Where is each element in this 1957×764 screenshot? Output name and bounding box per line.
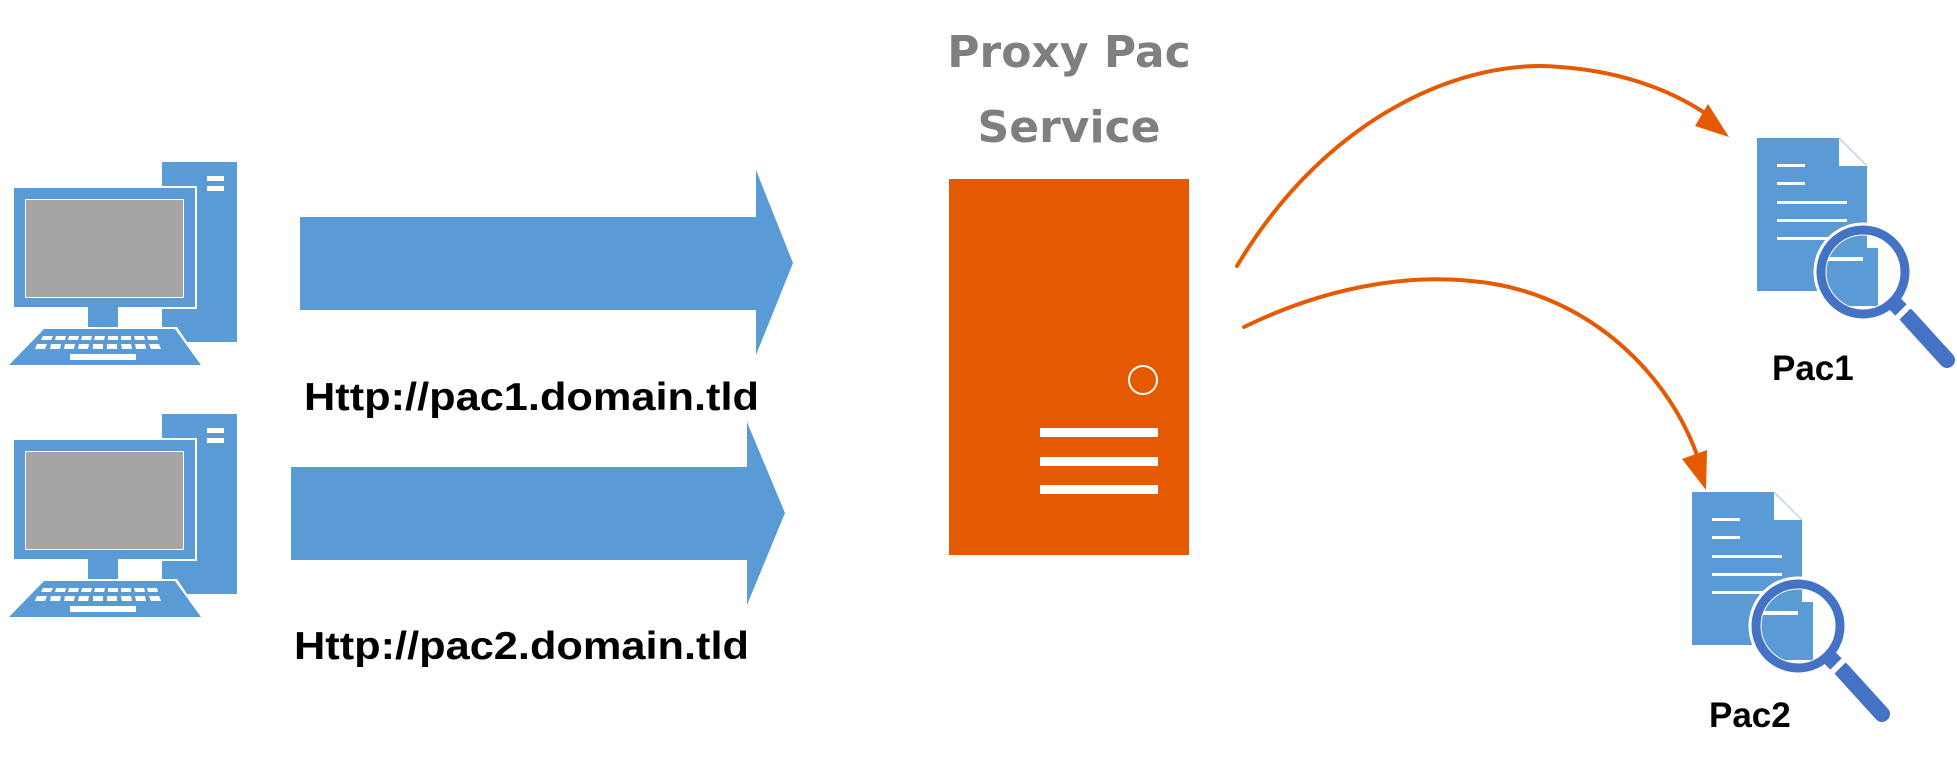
service-title-line2: Service [978,102,1161,153]
request-url-1: Http://pac1.domain.tld [304,376,759,419]
request-arrow-1 [300,170,793,355]
request-url-2: Http://pac2.domain.tld [294,625,749,668]
pac2-label: Pac2 [1709,696,1791,735]
document-search-icon [1692,492,1882,714]
server-icon [949,179,1189,555]
request-arrow-2 [291,422,785,605]
document-search-icon [1757,138,1947,360]
service-title-line1: Proxy Pac [947,27,1190,78]
desktop-computer-icon [7,162,237,366]
pac2-fetch-arrow [1242,277,1707,490]
desktop-computer-icon [7,414,237,618]
pac1-fetch-arrow [1235,64,1729,268]
pac1-label: Pac1 [1772,349,1854,388]
